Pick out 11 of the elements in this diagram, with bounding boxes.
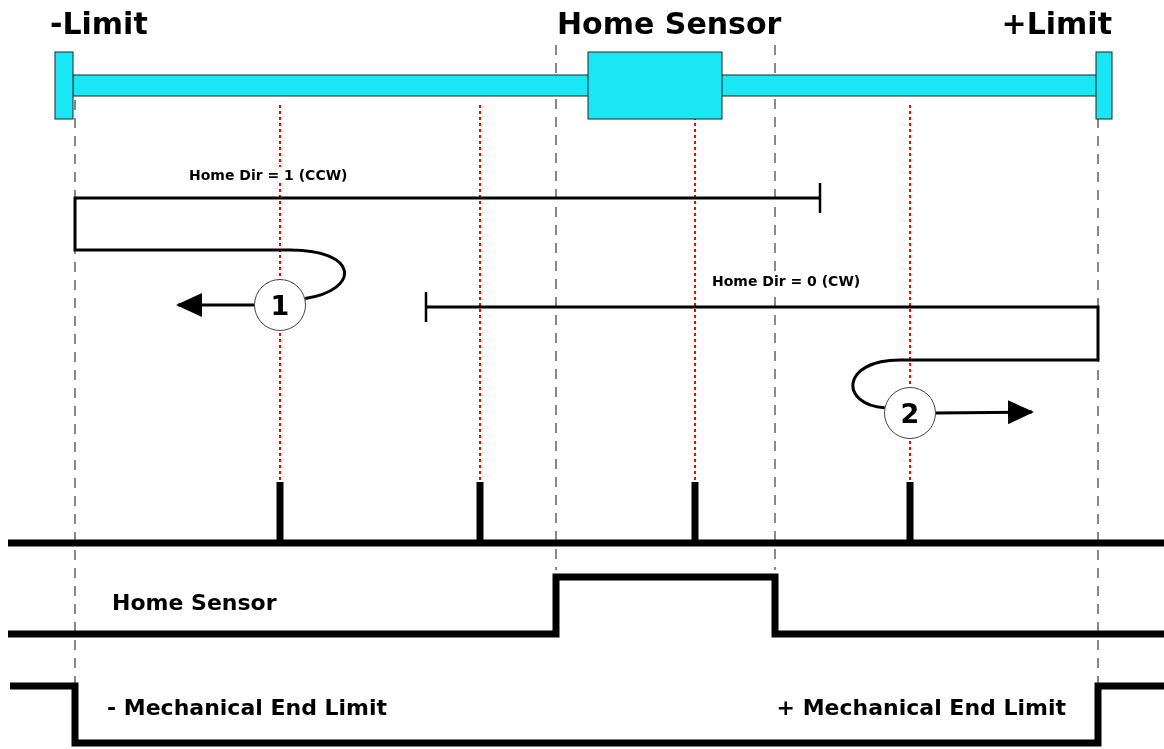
signal-label: - Mechanical End Limit (107, 695, 388, 720)
axis-label: Home Sensor (557, 6, 782, 41)
edge-label: Home Dir = 1 (CCW) (187, 167, 350, 183)
step-number-circle: 2 (884, 387, 936, 439)
axis-label: Home Sensor (112, 590, 277, 615)
axis-label: -Limit (50, 6, 148, 41)
direction-arrow (936, 400, 1034, 425)
direction-arrow (176, 293, 254, 317)
signal-label: + Mechanical End Limit (776, 695, 1066, 720)
step-number-circle: 1 (254, 279, 306, 331)
axis-label: +Limit (1001, 6, 1112, 41)
